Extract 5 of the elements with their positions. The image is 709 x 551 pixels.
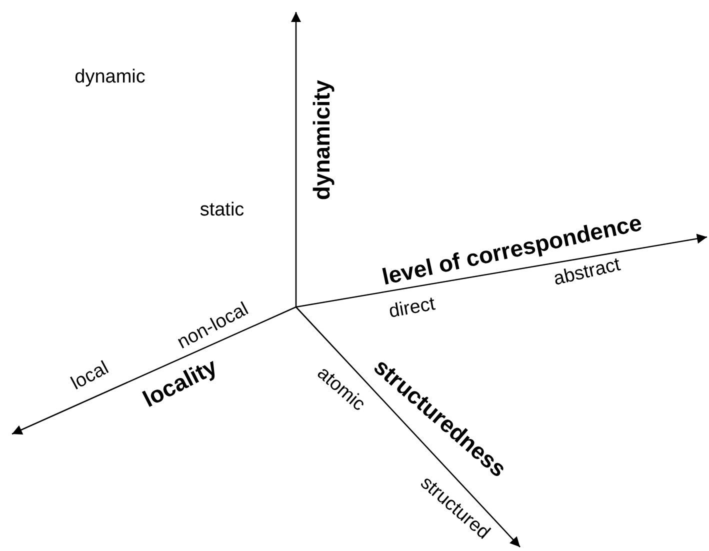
axis-value-label: static (200, 200, 244, 220)
axis-value-label: local (68, 358, 112, 394)
axis-value-label: dynamic (74, 68, 146, 86)
axis-value-label: direct (387, 294, 437, 322)
axis-title: dynamicity (310, 80, 334, 200)
